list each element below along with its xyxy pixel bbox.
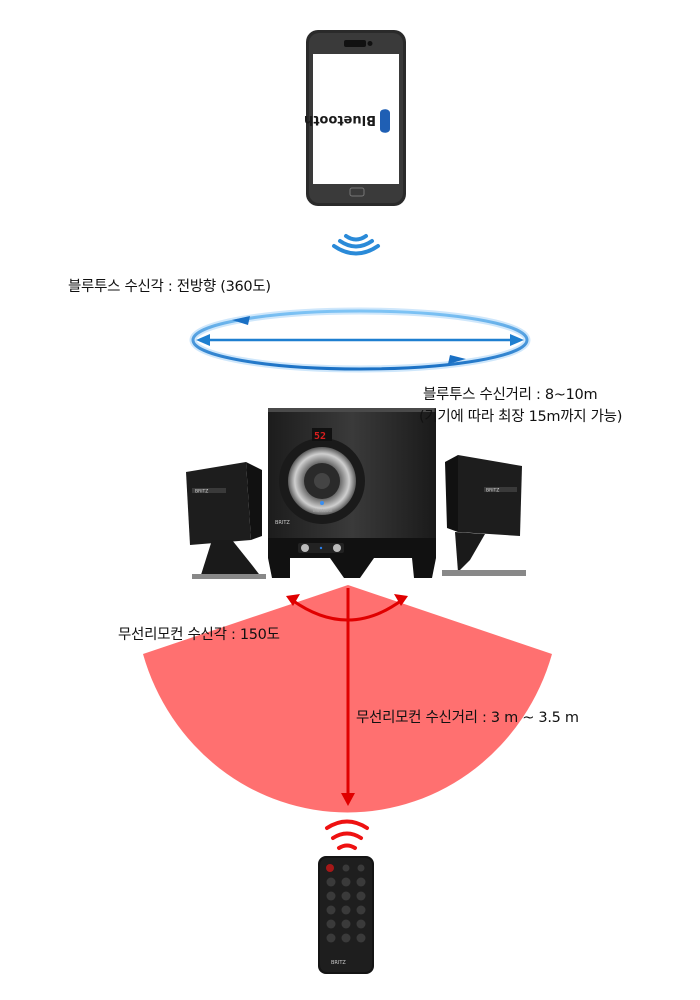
svg-text:52: 52	[314, 431, 326, 442]
subwoofer: 52 Bluetooth BRITZ	[268, 408, 436, 578]
bluetooth-range-note: (기기에 따라 최장 15m까지 가능)	[419, 409, 623, 425]
volume-knob	[301, 544, 309, 552]
bass-knob	[333, 544, 341, 552]
remote-angle-label: 무선리모컨 수신각 : 150도	[118, 627, 280, 643]
remote-control: BRITZ	[318, 856, 374, 974]
remote-buttons	[326, 864, 366, 943]
subwoofer-display	[312, 428, 332, 441]
range-arrow-left	[196, 334, 210, 346]
bluetooth-360-ring	[189, 307, 531, 373]
bluetooth-angle-label: 블루투스 수신각 : 전방향 (360도)	[68, 279, 271, 295]
phone-bluetooth-logo: Bluetooth	[304, 109, 390, 133]
subwoofer-bt-led	[320, 501, 324, 505]
phone-speaker-slot	[344, 40, 366, 47]
phone-home-button	[349, 187, 365, 197]
subwoofer-foot-right	[412, 558, 436, 578]
subwoofer-foot-mid	[330, 558, 374, 578]
right-satellite-speaker: BRITZ	[442, 455, 526, 576]
bluetooth-range-label: 블루투스 수신거리 : 8~10m	[423, 387, 598, 403]
angle-arrow-left	[286, 594, 300, 606]
range-arrow-right	[510, 334, 524, 346]
smartphone: Bluetooth	[304, 30, 406, 206]
left-satellite-speaker: BRITZ	[186, 462, 266, 579]
bluetooth-signal-icon	[332, 234, 380, 256]
subwoofer-foot-left	[268, 558, 290, 578]
remote-range-label: 무선리모컨 수신거리 : 3 m ~ 3.5 m	[356, 710, 579, 726]
remote-brand: BRITZ	[331, 960, 346, 966]
ring-arrow-top	[232, 316, 250, 325]
left-speaker-brand: BRITZ	[195, 489, 208, 495]
bluetooth-badge-icon	[380, 109, 390, 133]
phone-brand-text: Bluetooth	[304, 112, 376, 127]
angle-arrow-right	[394, 594, 408, 606]
remote-power-button	[326, 864, 334, 872]
ring-arrow-bottom	[448, 355, 466, 364]
range-arrow-down	[341, 793, 355, 806]
right-speaker-brand: BRITZ	[486, 488, 499, 494]
subwoofer-brand: BRITZ	[275, 520, 290, 526]
remote-signal-icon	[325, 819, 369, 850]
subwoofer-bt-label: Bluetooth	[313, 508, 333, 513]
phone-camera	[367, 41, 373, 46]
